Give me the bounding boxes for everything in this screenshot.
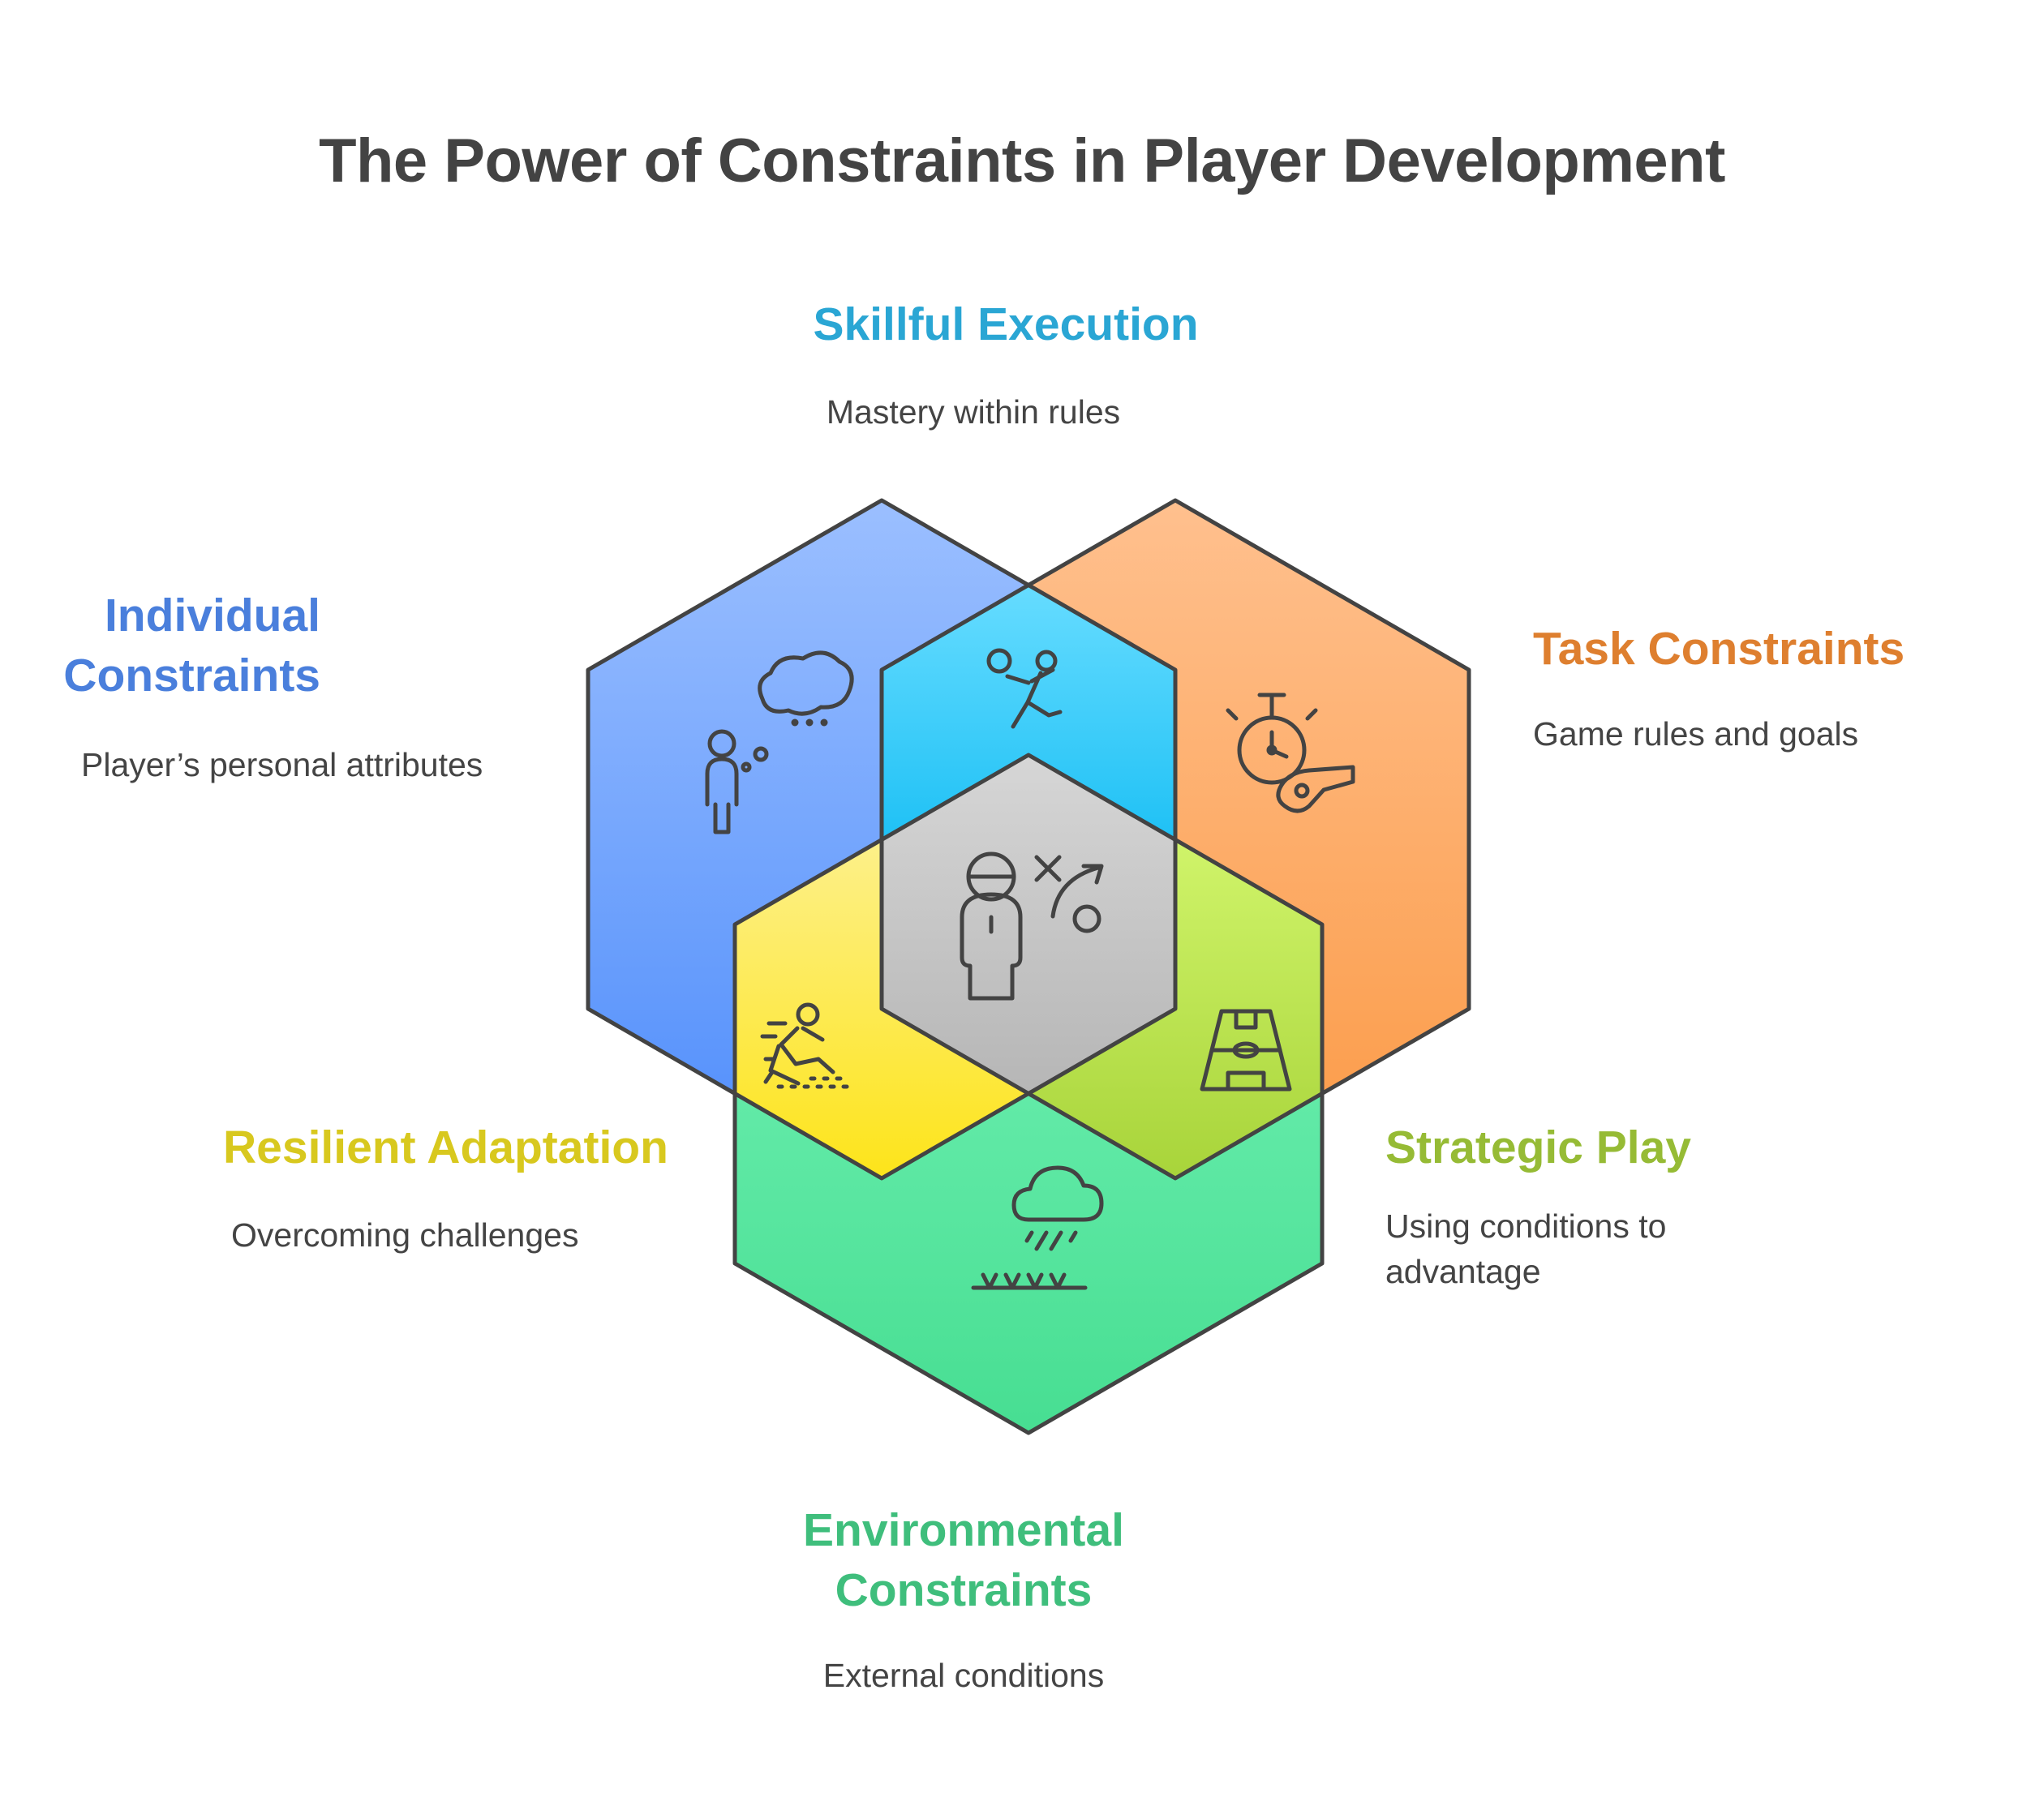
skillful-execution-heading: Skillful Execution [813, 298, 1199, 350]
stopwatch-whistle-icon [1226, 693, 1355, 813]
environmental-constraints-heading: Environmental Constraints [720, 1500, 1207, 1620]
individual-constraints-heading: Individual Constraints [49, 585, 320, 706]
player-kicking-ball-icon [986, 648, 1063, 729]
environmental-constraints-description: External conditions [822, 1657, 1105, 1694]
task-constraints-heading: Task Constraints [1533, 623, 1905, 675]
person-thinking-icon [705, 650, 854, 834]
soccer-field-icon [1200, 1009, 1292, 1092]
overlap-skillful [882, 585, 1175, 839]
player-sliding-icon [760, 1002, 849, 1089]
overlap-center [882, 755, 1175, 1094]
strategic-play-description: Using conditions to advantage [1385, 1203, 1840, 1294]
page-title: The Power of Constraints in Player Devel… [319, 127, 1725, 195]
hexagon-task-outline [879, 498, 1471, 1181]
coach-tactics-icon [960, 851, 1104, 1001]
rain-cloud-grass-icon [971, 1165, 1104, 1290]
individual-constraints-heading-line-1: Individual [104, 590, 320, 641]
hexagon-environmental-outline [732, 753, 1325, 1435]
individual-constraints-description: Player’s personal attributes [81, 746, 483, 783]
strategic-play-heading: Strategic Play [1385, 1122, 1692, 1173]
skillful-execution-description: Mastery within rules [826, 393, 1121, 431]
individual-constraints-heading-line-2: Constraints [63, 650, 320, 701]
environmental-constraints-heading-line-1: Environmental [803, 1504, 1124, 1556]
resilient-adaptation-description: Overcoming challenges [231, 1216, 579, 1254]
strategic-play-description-line-2: advantage [1385, 1253, 1541, 1290]
task-constraints-description: Game rules and goals [1533, 715, 1859, 753]
resilient-adaptation-heading: Resilient Adaptation [223, 1122, 668, 1173]
hexagon-individual-outline [586, 498, 1178, 1181]
strategic-play-description-line-1: Using conditions to [1385, 1207, 1667, 1245]
environmental-constraints-heading-line-2: Constraints [835, 1564, 1093, 1616]
